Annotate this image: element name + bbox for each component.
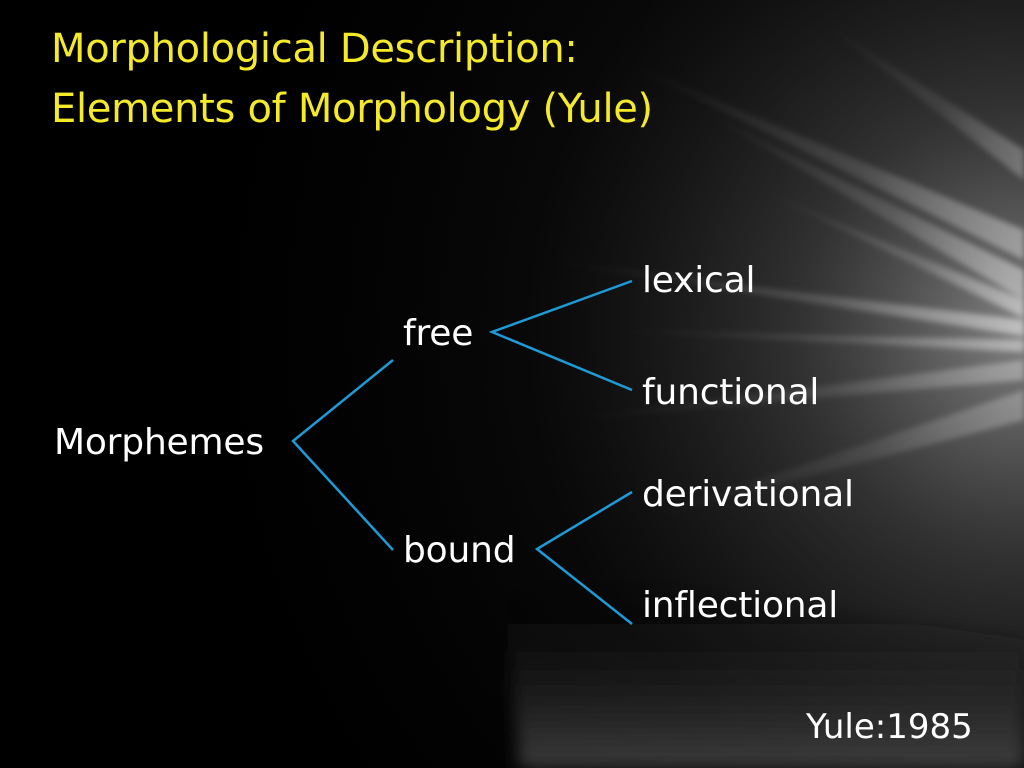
node-morphemes: Morphemes [54, 422, 264, 463]
citation: Yule:1985 [806, 707, 973, 747]
slide-title-line-2: Elements of Morphology (Yule) [51, 86, 653, 132]
node-inflectional: inflectional [642, 585, 839, 626]
node-functional: functional [642, 372, 820, 413]
node-free: free [403, 313, 474, 354]
slide-title-line-1: Morphological Description: [51, 26, 578, 72]
node-bound: bound [403, 530, 516, 571]
node-lexical: lexical [642, 260, 756, 301]
node-derivational: derivational [642, 474, 854, 515]
